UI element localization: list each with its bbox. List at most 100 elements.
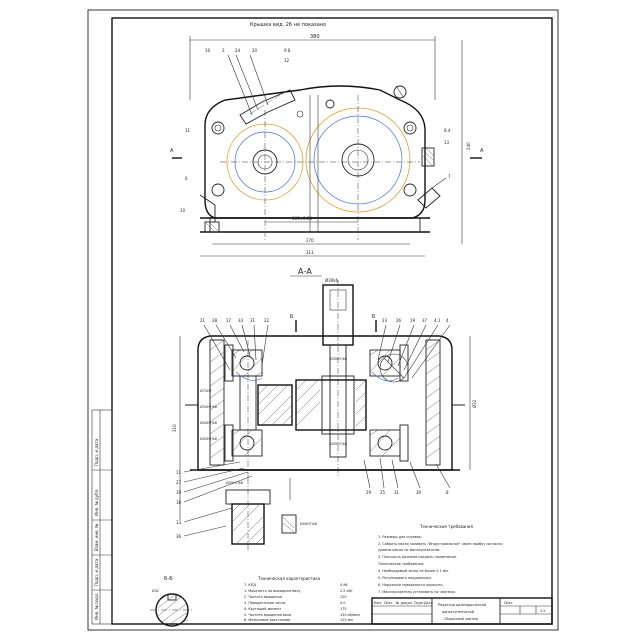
fit-label-1: Ø72H7 (200, 388, 212, 393)
tech-req-line-9: 7. Маслоуказатель установить по чертежу. (378, 590, 456, 594)
callout-98: 9.8 (284, 48, 291, 53)
sec-callout-33: 33 (238, 318, 244, 323)
bot-callout-36: 36 (176, 534, 182, 539)
hatch-right-wall (425, 339, 441, 466)
margin-label-5: Подп. и дата (94, 438, 99, 466)
tech-char-row-2-value: 120 (340, 595, 346, 599)
left-margin-strip: Инв. № подл. Подп. и дата Взам. инв. № И… (91, 409, 113, 625)
pinion-gear (257, 384, 293, 426)
tech-char-row-4-value: 175 (340, 607, 346, 611)
callout-10: 10 (180, 208, 186, 213)
section-a-a: А-А Ø30k6 (172, 267, 477, 550)
sec-callout-23: 23 (382, 318, 388, 323)
callout-24: 24 (235, 48, 241, 53)
fit-label-4: Ø45H7/k6 (200, 436, 217, 441)
sec-callout-17: 17 (226, 318, 232, 323)
sec-callout-26: 26 (396, 318, 402, 323)
tech-characteristics-block: Техническая характеристика 1. Мощность н… (244, 576, 360, 622)
tech-char-row-4-label: 4. Крутящий момент (244, 607, 281, 611)
dim-shaft-d1: Ø30k6 (325, 278, 339, 283)
tb-row-5: Дата (424, 601, 433, 605)
sec-callout-31: 31 (250, 318, 256, 323)
sec-callout-22: 22 (264, 318, 270, 323)
tech-char-row-3-value: 4.0 (340, 601, 345, 605)
tech-req-line-5: Технические требования: (377, 562, 424, 566)
sec-callout-41: 4.1 (434, 318, 441, 323)
tb-scale: 1:2 (540, 609, 545, 613)
bearing-right-lower (369, 429, 401, 457)
bot-callout-18: 18 (176, 500, 182, 505)
tech-char-row-2-label: 2. Частота вращения (244, 595, 282, 599)
bot-callout-29: 29 (366, 490, 372, 495)
sec-callout-28: 28 (212, 318, 218, 323)
oil-plug-right (421, 147, 435, 167)
dim-top-width: 380 (310, 34, 320, 40)
section-b-b-label: Б-Б (164, 576, 173, 582)
margin-label-1: Инв. № подл. (94, 592, 99, 620)
hatch-left-wall (209, 339, 225, 466)
tb-row-2: Лист (384, 601, 393, 605)
input-shaft-bottom (225, 478, 297, 550)
tech-char-row-5-label: 5. Частота вращения вала (244, 613, 291, 617)
fit-label-6: Ø45H7/k6 (330, 441, 347, 446)
title-block: Изм Лист № докум. Подп. Дата Редуктор ци… (371, 597, 553, 625)
tb-title-2: одноступенчатый (442, 610, 474, 614)
callout-84: 8.4 (444, 128, 451, 133)
tb-row-4: Подп. (414, 601, 424, 605)
bot-callout-25: 25 (380, 490, 386, 495)
dim-bottom-fit-2: Ø35H7/k6 (226, 480, 243, 485)
dim-shaft-key: Ø32 (472, 399, 477, 408)
tech-req-line-1: 1. Размеры для справок. (378, 535, 422, 539)
callout-13: 13 (444, 140, 450, 145)
tech-char-row-5-value: 150 об/мин (340, 613, 360, 617)
driven-gear (295, 375, 367, 435)
oil-indicator (417, 177, 447, 209)
tech-char-row-6-label: 6. Межосевое расстояние (244, 618, 290, 622)
bot-callout-8: 8 (446, 490, 449, 495)
tech-req-line-7: 5. Регулировать подшипники. (378, 576, 432, 580)
callout-11: 11 (185, 128, 191, 133)
fit-label-5: Ø30H7/k6 (330, 356, 347, 361)
bot-callout-13: 13 (176, 520, 182, 525)
sec-callout-37: 37 (422, 318, 428, 323)
tb-row-1: Изм (374, 601, 381, 605)
dim-overall-2: 311 (306, 250, 314, 255)
callout-6: 6 (185, 176, 188, 181)
tech-req-line-3: уровню масла по маслоуказателю. (378, 548, 441, 552)
callout-16: 16 (205, 48, 211, 53)
tech-char-row-7-value: 0.96 (340, 583, 348, 587)
tech-char-row-7-label: 7. КПД (244, 583, 256, 587)
dim-overall-1: 270 (306, 238, 314, 243)
fit-label-2: Ø35H7/k6 (200, 404, 217, 409)
gear-shaft (329, 344, 347, 458)
callout-12: 12 (284, 58, 290, 63)
callout-20: 20 (252, 48, 258, 53)
callout-3: 3 (222, 48, 225, 53)
dim-bottom-fit: Ø40H7/k6 (300, 521, 317, 526)
section-housing (197, 335, 453, 471)
cut-a-left: А (170, 148, 174, 154)
bot-callout-30: 30 (416, 490, 422, 495)
tb-row-3: № докум. (396, 601, 413, 605)
sec-callout-19: 19 (410, 318, 416, 323)
tech-char-row-1-label: 1. Мощность на выходном валу (244, 589, 300, 593)
tech-req-line-4: 3. Плоскость разъема покрыть герметиком. (378, 555, 457, 559)
tech-req-line-2: 2. Собрать масло заливать "Индустриально… (378, 542, 502, 546)
cut-b-left: Б (290, 314, 294, 320)
tech-char-row-6-value: 125 мм (340, 618, 353, 622)
bb-dim: Ø32 (152, 588, 159, 593)
margin-label-2: Подп. и дата (94, 558, 99, 586)
breather-plug (227, 54, 296, 125)
inner-frame (111, 17, 553, 625)
margin-label-3: Взам. инв. № (94, 524, 99, 551)
top-view-caption: Крышка вид. 26 не показано (250, 22, 326, 28)
bearing-right-upper (369, 349, 401, 377)
bot-callout-19: 19 (176, 490, 182, 495)
sec-callout-21: 21 (200, 318, 206, 323)
tech-req-heading: Технические требования (419, 524, 474, 529)
tb-title-3: Сборочный чертеж (444, 617, 478, 621)
bot-callout-27: 27 (176, 480, 182, 485)
sec-callout-4: 4 (446, 318, 449, 323)
cut-a-right: А (480, 148, 484, 154)
